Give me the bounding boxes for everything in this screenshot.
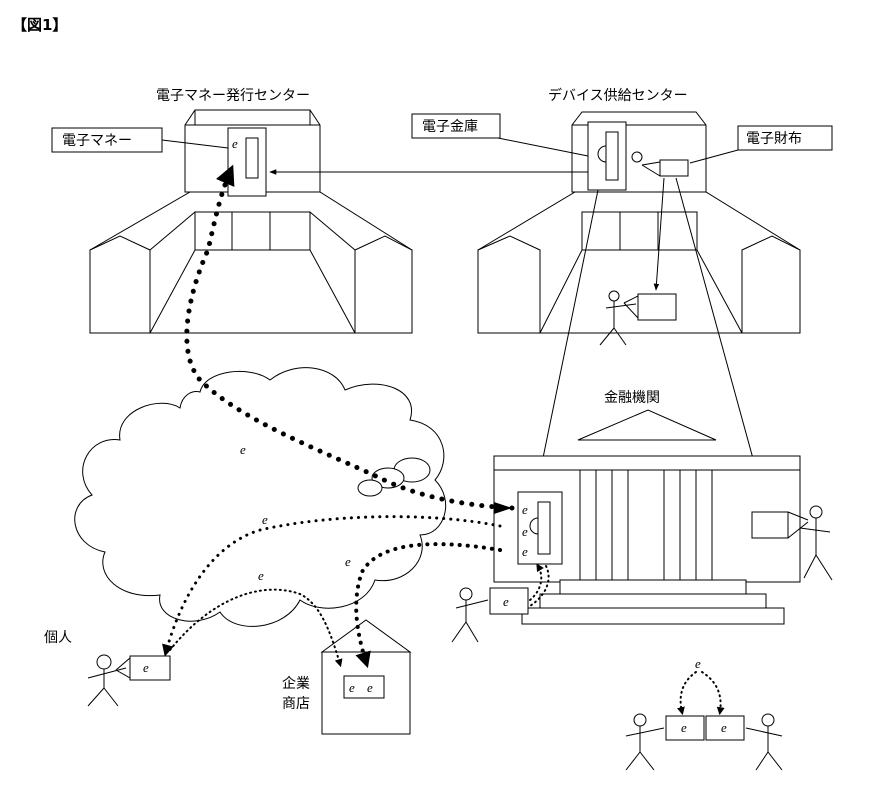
company-label-line1: 企業 [282,675,310,692]
bank-building: e e e e [451,409,833,643]
cloud-token-shop: e [345,554,351,569]
figure-label: 【図1】 [12,16,67,34]
device-center-building [477,111,801,346]
e-safe-label: 電子金庫 [422,118,478,135]
flow-bank-individual [162,515,502,657]
issuing-center-label: 電子マネー発行センター [156,88,310,104]
e-money-callout: 電子マネー [51,127,229,153]
wallet-arrow-to-bank [675,177,768,507]
flow-bank-shop [354,542,502,669]
cloud-token-individual: e [262,512,268,527]
e-money-label: 電子マネー [62,133,132,149]
cloud-token-individual-shop: e [258,568,264,583]
bank-token-2: e [522,524,528,539]
flow-customer-bank [529,563,544,601]
device-center-label: デバイス供給センター [548,87,688,104]
cloud-token-main: e [240,442,246,457]
e-safe-callout: 電子金庫 [411,113,589,157]
company-label-line2: 商店 [282,696,310,712]
financial-institution-label: 金融機関 [604,390,660,406]
wallet-arrow-to-user [653,177,665,291]
individual-label: 個人 [44,630,72,646]
flow-arrow-bank-1 [494,502,512,514]
peer-exchange-token: e [695,656,701,671]
bank-customer-token: e [503,594,509,609]
flow-bank-customer [529,565,550,607]
shop-token-2: e [367,680,373,695]
peer-exchange: e e e [625,656,783,771]
individual-token: e [143,660,149,675]
bank-token-1: e [522,502,528,517]
bank-token-3: e [522,544,528,559]
individual-person: e [87,654,171,707]
network-cloud [74,367,447,627]
shop-token-1: e [349,680,355,695]
cloud-puffs [357,457,431,497]
e-wallet-callout: 電子財布 [689,125,833,164]
safe-arrow-to-bank [534,189,599,493]
peer-token-left: e [681,720,687,735]
peer-token-right: e [721,720,727,735]
e-wallet-label: 電子財布 [746,131,802,147]
shop-building: e e [320,619,412,735]
flow-individual-shop [169,588,343,668]
e-money-token: e [232,136,238,151]
